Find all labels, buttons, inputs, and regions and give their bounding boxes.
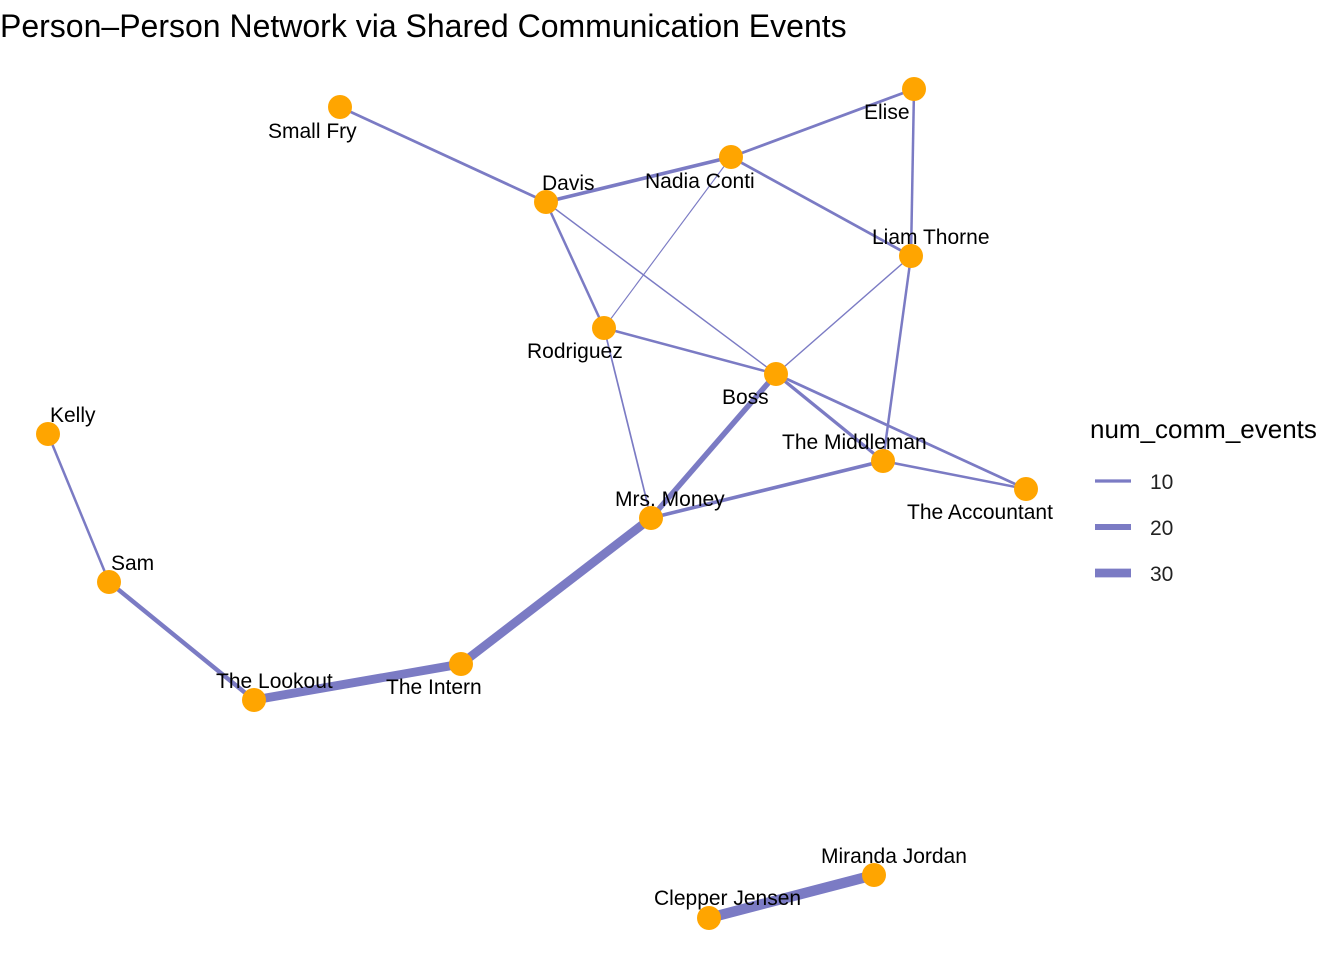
node-label: Miranda Jordan	[821, 845, 967, 868]
edge	[775, 372, 1027, 491]
edge	[775, 255, 912, 375]
edge	[909, 88, 916, 257]
edge	[545, 201, 777, 375]
node-label: Liam Thorne	[872, 226, 990, 249]
node-mrs-money	[639, 506, 663, 530]
nodes-layer	[36, 77, 1038, 930]
edge	[46, 433, 111, 583]
node-the-lookout	[242, 688, 266, 712]
node-label: Rodriguez	[527, 340, 623, 363]
edge	[544, 201, 606, 329]
legend-title: num_comm_events	[1090, 414, 1317, 444]
node-label: Elise	[864, 101, 910, 124]
node-label: Kelly	[50, 404, 96, 427]
node-liam-thorne	[899, 244, 923, 268]
edge	[774, 372, 885, 463]
node-the-middleman	[871, 449, 895, 473]
node-label: Nadia Conti	[645, 170, 755, 193]
edge	[458, 514, 654, 668]
node-rodriguez	[592, 316, 616, 340]
node-label: Clepper Jensen	[654, 887, 801, 910]
node-label: Davis	[542, 172, 595, 195]
node-label: The Accountant	[907, 501, 1053, 524]
edge	[253, 659, 462, 705]
node-kelly	[36, 422, 60, 446]
node-davis	[534, 190, 558, 214]
node-label: Sam	[111, 552, 154, 575]
edge	[603, 327, 652, 519]
node-elise	[902, 77, 926, 101]
edge	[107, 580, 256, 702]
node-the-accountant	[1014, 477, 1038, 501]
edge	[603, 326, 777, 376]
node-clepper-jensen	[697, 906, 721, 930]
node-sam	[97, 570, 121, 594]
edge	[650, 459, 884, 520]
legend-label: 30	[1150, 563, 1173, 586]
chart-title: Person–Person Network via Shared Communi…	[0, 8, 847, 44]
edge	[545, 155, 732, 204]
edge	[730, 155, 912, 258]
node-label: The Intern	[386, 676, 482, 699]
node-small-fry	[328, 95, 352, 119]
node-label: Small Fry	[268, 120, 357, 143]
edge	[707, 869, 876, 924]
node-the-intern	[449, 652, 473, 676]
node-nadia-conti	[719, 145, 743, 169]
legend-label: 10	[1150, 471, 1173, 494]
edge	[882, 459, 1027, 491]
node-label: The Middleman	[782, 431, 927, 454]
node-label: Boss	[722, 386, 769, 409]
edges-layer	[46, 87, 1027, 924]
edge	[648, 372, 779, 520]
edge	[603, 156, 732, 329]
edge	[339, 105, 547, 204]
node-label: Mrs. Money	[615, 488, 725, 511]
node-miranda-jordan	[862, 863, 886, 887]
legend-label: 20	[1150, 517, 1173, 540]
edge	[730, 87, 915, 159]
legend: num_comm_events 10 20 30	[1090, 414, 1317, 586]
node-label: The Lookout	[216, 670, 333, 693]
node-boss	[764, 362, 788, 386]
